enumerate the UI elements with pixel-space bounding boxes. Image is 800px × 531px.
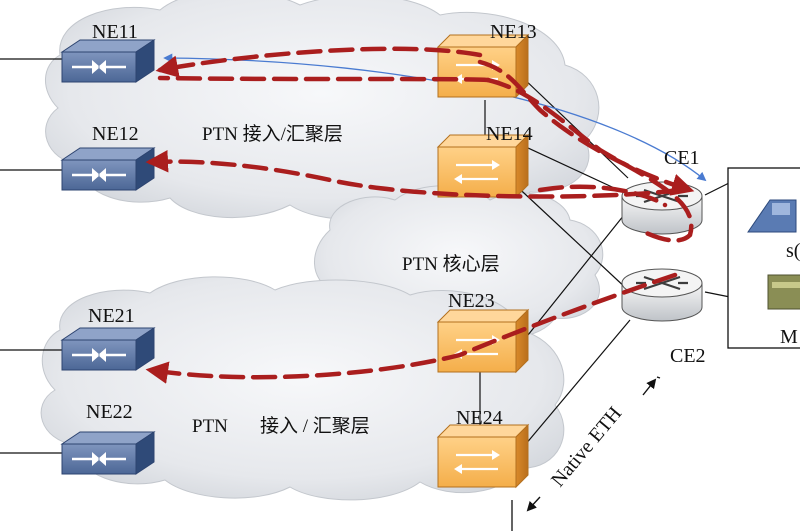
- label-ne13: NE13: [490, 21, 537, 43]
- label-ne21: NE21: [88, 305, 135, 327]
- label-ne23: NE23: [448, 290, 495, 312]
- server-label-top: s(: [786, 240, 800, 262]
- switch-icon-ne12: [60, 147, 156, 191]
- red-tunnels: [145, 46, 695, 384]
- layer-label-access-bottom-prefix: PTN: [192, 416, 228, 437]
- server-panel: s( M: [727, 167, 800, 349]
- router-icon-ce2: [621, 268, 703, 322]
- server-label-bottom: M: [780, 326, 798, 348]
- label-ne11: NE11: [92, 21, 138, 43]
- switch-icon-ne21: [60, 327, 156, 371]
- ptn-device-icon-ne13: [436, 33, 530, 99]
- switch-icon-ne22: [60, 431, 156, 475]
- label-ce2: CE2: [670, 345, 706, 367]
- ptn-device-icon-ne24: [436, 423, 530, 489]
- layer-label-access-bottom-suffix: 接入 / 汇聚层: [260, 415, 370, 437]
- layer-label-core: PTN 核心层: [402, 253, 500, 275]
- label-ce1: CE1: [664, 147, 700, 169]
- switch-icon-ne11: [60, 39, 156, 83]
- layer-label-access-top: PTN 接入/汇聚层: [202, 123, 343, 145]
- label-ne24: NE24: [456, 407, 503, 429]
- ptn-device-icon-ne14: [436, 133, 530, 199]
- label-ne22: NE22: [86, 401, 133, 423]
- ptn-device-icon-ne23: [436, 308, 530, 374]
- label-ne12: NE12: [92, 123, 139, 145]
- label-ne14: NE14: [486, 123, 533, 145]
- server-icon: [767, 274, 800, 310]
